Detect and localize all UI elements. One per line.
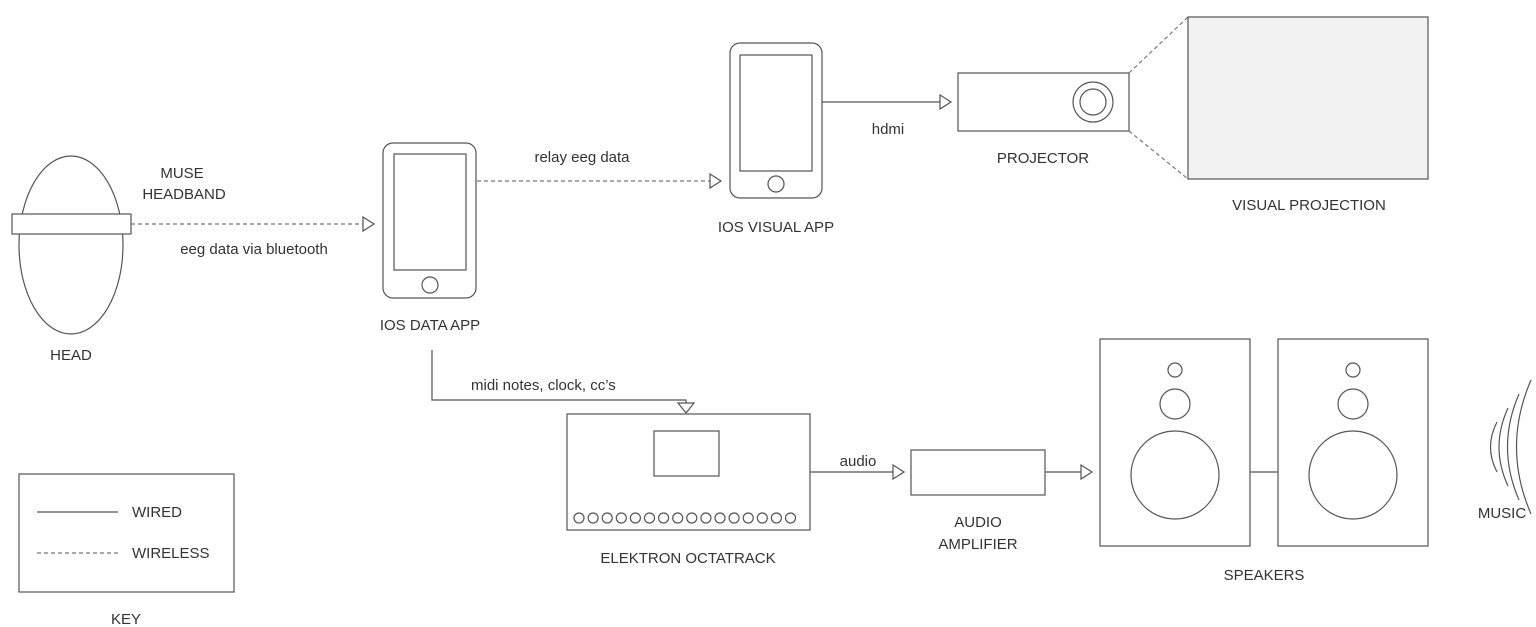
muse-headband-label-line1: MUSE [160,165,203,182]
projector-label: PROJECTOR [997,150,1089,167]
music-label: MUSIC [1478,505,1527,522]
projection-beam-bottom [1128,130,1189,180]
octatrack-button [728,512,740,524]
speaker-left-woofer [1130,430,1220,520]
sound-wave-icon [1498,407,1509,487]
ios-visual-app-label: IOS VISUAL APP [718,219,834,236]
phone-home-button [767,175,785,193]
octatrack-label: ELEKTRON OCTATRACK [600,550,775,567]
octatrack-button [756,512,768,524]
head-shape [18,155,124,335]
arrowhead-icon [676,402,696,414]
octatrack-button [770,512,783,524]
octatrack-button [742,512,754,524]
octatrack-button [672,512,684,524]
sound-wave-icon [1489,421,1498,473]
edge-eeg-bluetooth: eeg data via bluetooth [131,215,376,258]
octatrack-button [587,512,599,524]
amplifier-node: AUDIO AMPLIFIER [910,449,1046,553]
legend-wireless-label: WIRELESS [132,545,210,562]
speaker-right-tweeter [1337,388,1369,420]
octatrack-button [643,512,656,524]
edge-audio: audio [810,453,906,481]
visual-projection-node: VISUAL PROJECTION [1187,16,1429,214]
edge-hdmi: hdmi [822,93,953,138]
speakers-node: SPEAKERS [1099,338,1429,584]
edge-relay: relay eeg data [477,149,723,190]
projection-screen [1187,16,1429,180]
ios-data-app-node: IOS DATA APP [380,142,480,334]
ios-data-app-label: IOS DATA APP [380,317,480,334]
octatrack-node: ELEKTRON OCTATRACK [566,413,811,567]
edge-label-audio: audio [840,453,877,470]
octatrack-button [629,512,642,524]
amplifier-label-line1: AUDIO [954,514,1002,531]
octatrack-button [784,512,797,524]
octatrack-button [700,512,712,524]
music-node: MUSIC [1478,379,1532,522]
visual-projection-label: VISUAL PROJECTION [1232,197,1386,214]
amplifier-icon [910,449,1046,496]
projector-lens-inner [1079,88,1107,116]
head-label: HEAD [50,347,92,364]
edge-label-midi: midi notes, clock, cc’s [471,377,616,394]
muse-headband-label-line2: HEADBAND [142,186,226,203]
legend-box [18,473,235,593]
octatrack-button [601,512,613,524]
speaker-right-tweeter-small [1345,362,1361,378]
amplifier-label-line2: AMPLIFIER [938,536,1017,553]
arrowhead-icon [939,93,953,111]
ios-visual-app-node: IOS VISUAL APP [718,42,834,236]
arrowhead-icon [892,463,906,481]
phone-screen [393,153,467,271]
edge-label-relay: relay eeg data [534,149,630,166]
arrowhead-icon [1080,463,1094,481]
octatrack-button [714,512,726,524]
edge-label-eeg-bluetooth: eeg data via bluetooth [180,241,328,258]
octatrack-button [615,512,627,524]
projector-node: PROJECTOR [957,16,1189,180]
arrowhead-icon [362,215,376,233]
legend-title: KEY [111,611,141,627]
sound-wave-icon [1506,393,1520,501]
projection-beam-top [1128,16,1189,74]
legend-key: WIRED WIRELESS KEY [18,473,235,627]
edge-amp-to-speakers [1045,463,1094,481]
wired-line-data-app-to-octatrack [431,350,687,403]
phone-home-button [421,276,439,294]
speakers-label: SPEAKERS [1224,567,1305,584]
octatrack-button [573,512,585,524]
phone-screen [739,54,813,172]
edge-label-hdmi: hdmi [872,121,905,138]
octatrack-button [657,512,670,524]
octatrack-buttons [573,512,797,524]
speaker-left-tweeter [1159,388,1191,420]
head-node: HEAD MUSE HEADBAND [11,155,226,364]
octatrack-button [686,512,698,524]
arrowhead-icon [709,172,723,190]
sound-wave-icon [1515,379,1532,515]
speaker-right-woofer [1308,430,1398,520]
legend-wired-label: WIRED [132,504,182,521]
octatrack-display [653,430,720,477]
edge-midi: midi notes, clock, cc’s [431,350,696,414]
headband-shape [11,213,132,235]
speaker-left-tweeter-small [1167,362,1183,378]
